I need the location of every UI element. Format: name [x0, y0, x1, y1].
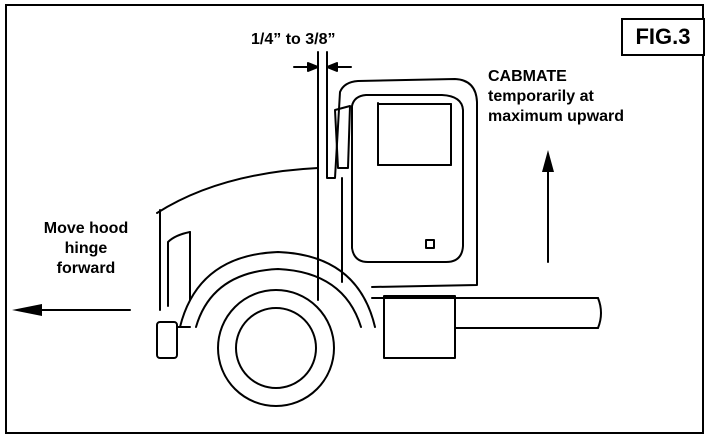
frame-rail [371, 297, 602, 329]
cabmate-line-3: maximum upward [488, 108, 625, 125]
hood-line-3: forward [56, 260, 116, 277]
cabmate-label: CABMATE temporarily at maximum upward [488, 67, 624, 127]
hood-line-2: hinge [64, 240, 108, 257]
bumper [156, 321, 191, 359]
hood-hinge-label: Move hood hinge forward [16, 219, 156, 279]
hood-line-1: Move hood [43, 220, 129, 237]
cabmate-line-1: CABMATE [488, 68, 567, 85]
fuel-tank [383, 295, 456, 359]
gap-measurement-label: 1/4” to 3/8” [251, 31, 336, 48]
figure-label: FIG.3 [621, 18, 705, 56]
wheel [217, 289, 335, 407]
figure-frame [5, 4, 704, 434]
move-hood-arrow [12, 304, 131, 316]
fender [179, 251, 376, 328]
hood [156, 167, 319, 311]
cabmate-up-arrow [542, 150, 554, 263]
cab [326, 78, 478, 288]
gap-marker [293, 51, 352, 169]
cabmate-line-2: temporarily at [488, 88, 594, 105]
